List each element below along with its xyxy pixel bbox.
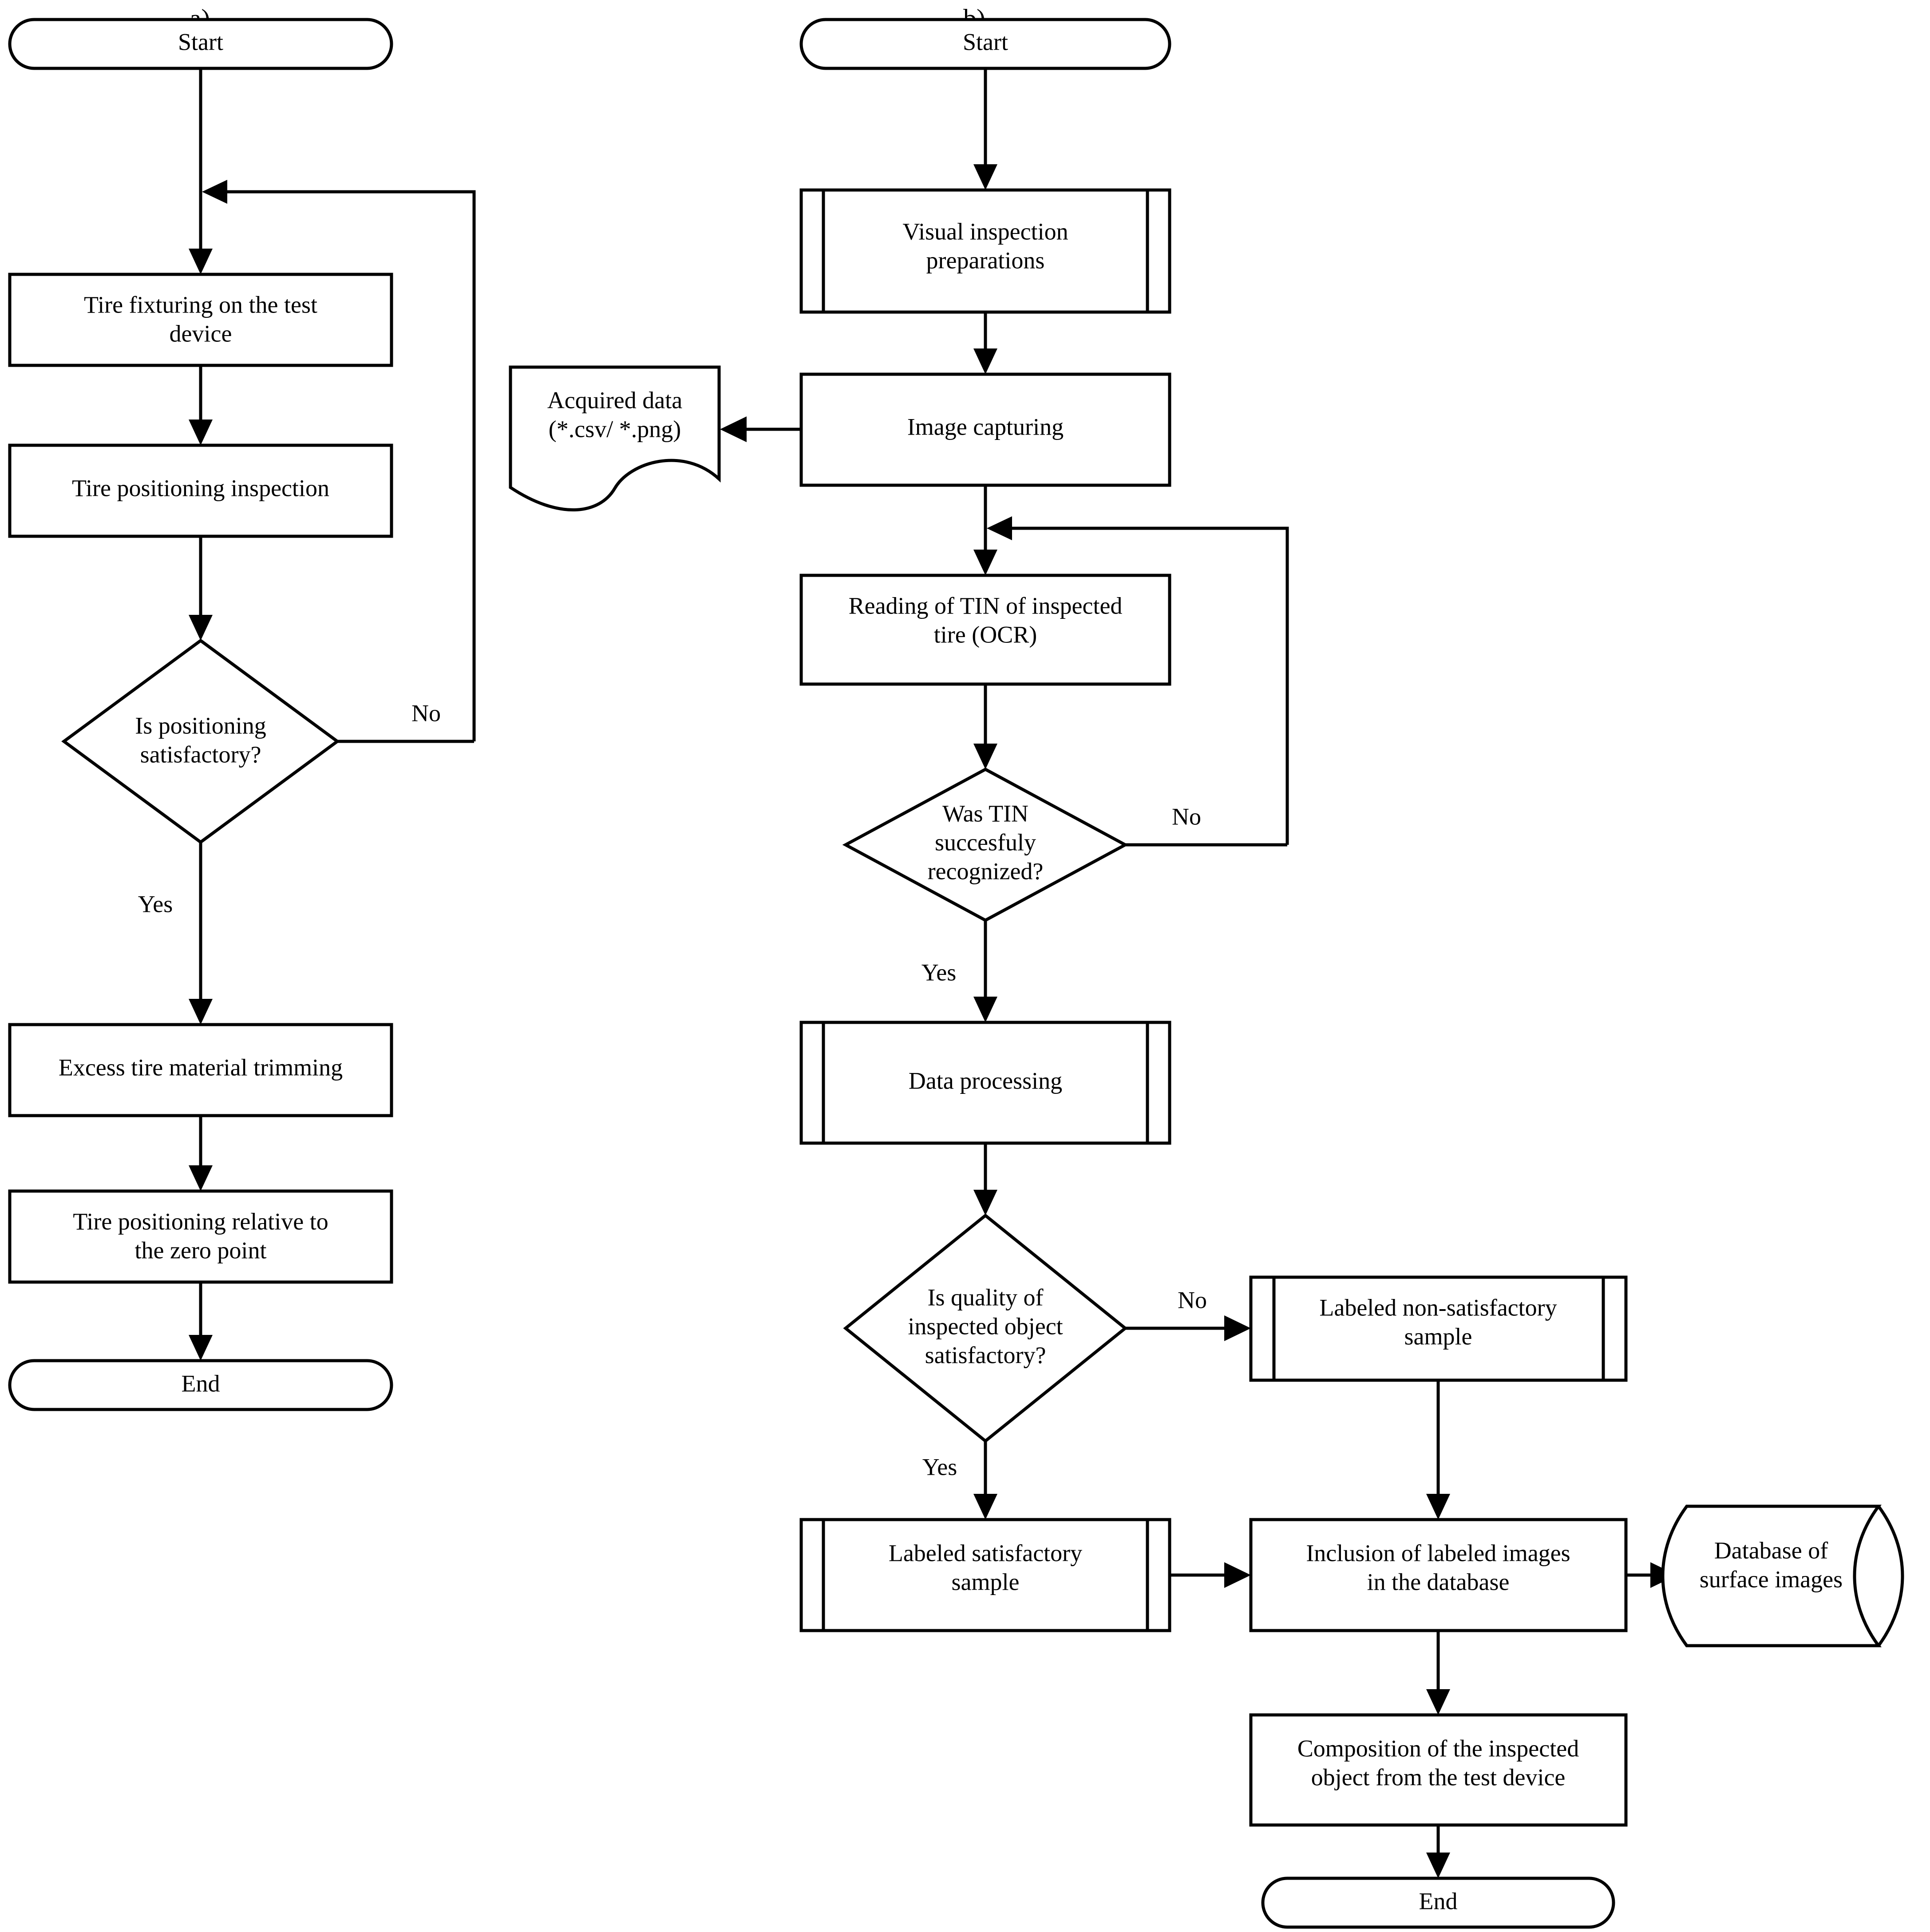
node-b-inclusion-line-1: Inclusion of labeled images	[1306, 1540, 1570, 1566]
arrowhead-a-trimming	[189, 999, 213, 1025]
node-a-end[interactable]: End	[8, 1359, 393, 1411]
node-b-end-label: End	[1419, 1888, 1458, 1914]
arrowhead-b-nonsat	[1224, 1315, 1251, 1341]
arrowhead-a-end	[189, 1335, 213, 1361]
node-a-inspection-label: Tire positioning inspection	[72, 475, 329, 501]
node-a-decision-line-1: Is positioning	[135, 712, 266, 739]
edge-label-b-qual-yes: Yes	[922, 1453, 957, 1480]
arrowhead-b-ocr	[973, 550, 997, 575]
node-a-start[interactable]: Start	[8, 18, 393, 70]
edge-label-b-qual-no: No	[1178, 1287, 1207, 1313]
arrowhead-b-composition	[1426, 1689, 1450, 1715]
node-a-fixturing[interactable]: Tire fixturing on the test device	[8, 273, 393, 367]
node-b-tin-decision-line-3: recognized?	[928, 858, 1044, 884]
node-b-ocr-line-1: Reading of TIN of inspected	[849, 592, 1123, 619]
node-a-fixturing-line-2: device	[170, 320, 232, 347]
node-b-nonsat[interactable]: Labeled non-satisfactory sample	[1249, 1275, 1628, 1382]
node-a-zeropoint-line-1: Tire positioning relative to	[73, 1208, 328, 1235]
node-a-inspection[interactable]: Tire positioning inspection	[8, 443, 393, 538]
node-a-zeropoint[interactable]: Tire positioning relative to the zero po…	[8, 1189, 393, 1284]
node-b-composition-line-2: object from the test device	[1311, 1764, 1566, 1790]
node-b-tin-decision[interactable]: Was TIN succesfuly recognized?	[842, 768, 1129, 922]
node-a-fixturing-line-1: Tire fixturing on the test	[84, 291, 317, 318]
connector-a-loopback	[218, 190, 476, 741]
node-b-dataproc-label: Data processing	[909, 1067, 1062, 1094]
node-b-inclusion-line-2: in the database	[1367, 1568, 1510, 1595]
node-b-start[interactable]: Start	[799, 18, 1171, 70]
node-b-sat-line-2: sample	[952, 1568, 1020, 1595]
edge-label-a-no: No	[411, 700, 441, 726]
node-b-composition[interactable]: Composition of the inspected object from…	[1249, 1713, 1628, 1827]
edge-label-b-tin-no: No	[1172, 803, 1201, 830]
node-a-zeropoint-line-2: the zero point	[135, 1237, 267, 1263]
node-b-dataproc[interactable]: Data processing	[799, 1021, 1171, 1145]
arrowhead-b-sat	[973, 1494, 997, 1520]
arrowhead-a-fixturing	[189, 249, 213, 274]
arrowhead-b-end	[1426, 1853, 1450, 1878]
node-b-acquired-data-line-1: Acquired data	[547, 387, 682, 413]
node-b-sat[interactable]: Labeled satisfactory sample	[799, 1518, 1171, 1632]
node-b-acquired-data[interactable]: Acquired data (*.csv/ *.png)	[509, 365, 721, 511]
arrowhead-b-acquired	[720, 416, 747, 442]
node-b-tin-decision-line-1: Was TIN	[942, 800, 1028, 827]
arrowhead-b-tin-loopback	[987, 516, 1012, 540]
arrowhead-b-inclusion-left	[1224, 1562, 1251, 1588]
node-a-trimming[interactable]: Excess tire material trimming	[8, 1023, 393, 1117]
node-b-database-line-2: surface images	[1700, 1566, 1843, 1592]
node-a-decision[interactable]: Is positioning satisfactory?	[61, 638, 340, 844]
node-b-composition-line-1: Composition of the inspected	[1297, 1735, 1579, 1762]
node-b-preparations-line-2: preparations	[926, 247, 1045, 273]
node-b-ocr-line-2: tire (OCR)	[934, 621, 1037, 648]
node-a-decision-line-2: satisfactory?	[140, 741, 261, 768]
node-a-start-label: Start	[178, 28, 223, 55]
arrowhead-b-dataproc	[973, 997, 997, 1022]
panel-b-group: Start Visual inspection preparations Ima…	[509, 18, 1904, 1929]
arrowhead-a-zeropoint	[189, 1165, 213, 1191]
node-b-end[interactable]: End	[1261, 1877, 1615, 1929]
node-b-capturing[interactable]: Image capturing	[799, 372, 1171, 487]
node-b-tin-decision-line-2: succesfuly	[935, 829, 1036, 855]
arrowhead-a-inspection	[189, 420, 213, 445]
node-b-inclusion[interactable]: Inclusion of labeled images in the datab…	[1249, 1518, 1628, 1632]
arrowhead-b-qual-decision	[973, 1190, 997, 1215]
node-b-nonsat-line-1: Labeled non-satisfactory	[1319, 1294, 1557, 1321]
node-b-qual-decision-line-3: satisfactory?	[925, 1342, 1046, 1368]
node-a-end-label: End	[182, 1370, 220, 1397]
arrowhead-a-loopback	[202, 180, 227, 204]
node-b-ocr[interactable]: Reading of TIN of inspected tire (OCR)	[799, 574, 1171, 686]
node-b-database-line-1: Database of	[1714, 1537, 1828, 1564]
edge-label-a-yes: Yes	[138, 891, 173, 917]
node-b-sat-line-1: Labeled satisfactory	[889, 1540, 1082, 1566]
node-b-qual-decision-line-1: Is quality of	[928, 1284, 1044, 1310]
node-b-nonsat-line-2: sample	[1404, 1323, 1472, 1350]
edge-label-b-tin-yes: Yes	[921, 959, 957, 986]
node-b-qual-decision-line-2: inspected object	[908, 1313, 1063, 1339]
arrowhead-b-inclusion-top	[1426, 1494, 1450, 1520]
node-a-trimming-label: Excess tire material trimming	[59, 1054, 343, 1081]
arrowhead-b-capturing	[973, 348, 997, 374]
panel-a-group: Start Tire fixturing on the test device …	[8, 18, 476, 1411]
arrowhead-b-tin-decision	[973, 744, 997, 769]
node-b-acquired-data-line-2: (*.csv/ *.png)	[549, 416, 681, 442]
node-b-start-label: Start	[963, 28, 1008, 55]
connector-b-tin-loopback	[1002, 527, 1289, 845]
node-b-preparations[interactable]: Visual inspection preparations	[799, 188, 1171, 314]
node-b-capturing-label: Image capturing	[907, 413, 1064, 440]
node-b-qual-decision[interactable]: Is quality of inspected object satisfact…	[843, 1213, 1128, 1443]
arrowhead-a-decision	[189, 615, 213, 641]
arrowhead-b-preparations	[973, 164, 997, 190]
node-b-preparations-line-1: Visual inspection	[902, 218, 1068, 245]
node-b-database[interactable]: Database of surface images	[1661, 1504, 1904, 1647]
